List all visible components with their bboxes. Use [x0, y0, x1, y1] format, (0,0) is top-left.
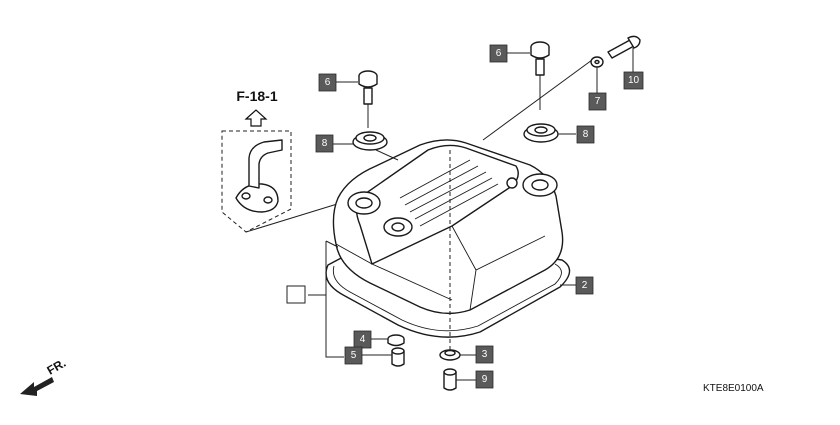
callout-10[interactable]: 10: [623, 71, 644, 90]
callout-4[interactable]: 4: [353, 330, 372, 349]
reference-label: F-18-1: [236, 88, 277, 104]
seal-4-icon: [387, 334, 405, 347]
washer-7-icon: [590, 56, 604, 68]
seal-3-icon: [439, 349, 461, 361]
front-direction-label: FR.: [45, 356, 69, 378]
bolt-6-right-icon: [530, 41, 550, 76]
svg-text:8: 8: [583, 129, 589, 140]
callout-8-left[interactable]: 8: [315, 134, 334, 153]
bolt-10-icon: [607, 35, 641, 59]
svg-text:6: 6: [325, 77, 331, 88]
pin-5-icon: [391, 347, 405, 367]
svg-text:3: 3: [482, 349, 488, 360]
callout-6-left[interactable]: 6: [318, 73, 337, 92]
pin-9-icon: [443, 368, 457, 391]
reference-detail-box: [221, 130, 292, 233]
breather-fitting-icon: [235, 139, 283, 213]
svg-text:9: 9: [482, 374, 488, 385]
svg-text:4: 4: [360, 334, 366, 345]
callout-7[interactable]: 7: [588, 92, 607, 111]
up-arrow-icon: [244, 109, 268, 127]
diagram-code: KTE8E0100A: [703, 383, 764, 394]
svg-text:5: 5: [351, 350, 357, 361]
valve-cover: [325, 139, 571, 338]
svg-text:2: 2: [582, 280, 588, 291]
svg-text:7: 7: [595, 96, 601, 107]
grommet-8-left-icon: [352, 131, 388, 151]
bolt-6-left-icon: [358, 70, 378, 105]
svg-text:8: 8: [322, 138, 328, 149]
callout-3[interactable]: 3: [475, 345, 494, 364]
front-direction-arrow-icon: [20, 377, 54, 396]
callout-6-right[interactable]: 6: [489, 44, 508, 63]
grommet-8-right-icon: [523, 123, 559, 143]
callout-9[interactable]: 9: [475, 370, 494, 389]
svg-text:6: 6: [496, 48, 502, 59]
callout-2[interactable]: 2: [575, 276, 594, 295]
callout-8-right[interactable]: 8: [576, 125, 595, 144]
callout-blank[interactable]: [286, 285, 306, 304]
callout-5[interactable]: 5: [344, 346, 363, 365]
svg-text:10: 10: [628, 75, 640, 86]
